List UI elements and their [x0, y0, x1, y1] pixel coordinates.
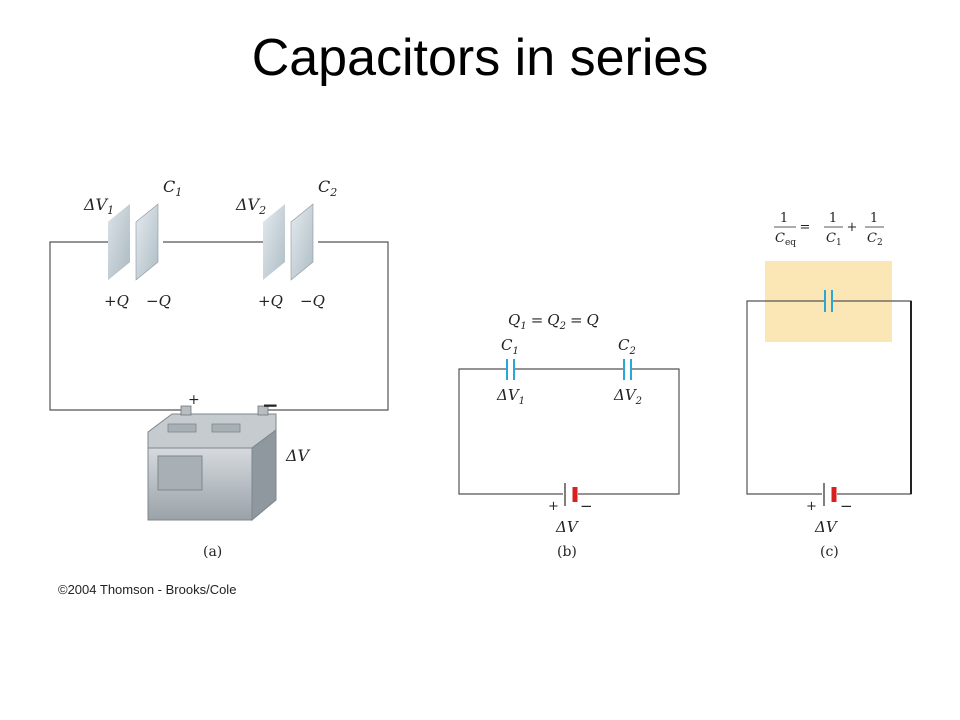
panel-b-battery-symbol [564, 483, 578, 506]
panel-c-equivalent-capacitor-symbol [824, 290, 833, 312]
panel-b-dv2-label: ΔV2 [613, 386, 642, 407]
svg-text:Ceq: Ceq [775, 231, 796, 248]
panel-c-battery-minus: − [840, 497, 853, 515]
car-battery-icon [147, 405, 277, 522]
panel-b: Q1=Q2=Q C1 C2 ΔV1 ΔV2 + − ΔV (b) [458, 311, 680, 560]
panel-b-charge-equation: Q1=Q2=Q [508, 311, 599, 332]
svg-text:1: 1 [829, 211, 837, 226]
panel-b-c2-label: C2 [618, 336, 636, 357]
slide-title: Capacitors in series [251, 29, 709, 87]
panel-a-c2-minus-q: −Q [300, 292, 325, 310]
panel-b-capacitor-c1-symbol [506, 359, 515, 380]
panel-a-c1-minus-q: −Q [146, 292, 171, 310]
copyright-notice: ©2004 Thomson - Brooks/Cole [58, 582, 237, 597]
panel-a-caption: (a) [203, 544, 222, 560]
panel-c-caption: (c) [820, 544, 839, 560]
panel-b-battery-plus: + [548, 499, 559, 514]
svg-text:=: = [800, 220, 811, 235]
panel-b-capacitor-c2-symbol [623, 359, 632, 380]
svg-text:1: 1 [780, 211, 788, 226]
svg-text:C1: C1 [826, 231, 842, 248]
panel-c: 1 Ceq = 1 C1 + 1 C2 + − ΔV (c) [746, 211, 912, 560]
capacitor-c1-plates [108, 203, 159, 281]
panel-c-battery-dv: ΔV [814, 518, 839, 536]
panel-a-c2-plus-q: +Q [258, 292, 283, 310]
panel-a-wire [49, 241, 389, 411]
panel-b-wire [458, 368, 680, 495]
panel-a-dv2-label: ΔV2 [235, 195, 266, 217]
panel-a-c1-plus-q: +Q [104, 292, 129, 310]
svg-text:+: + [847, 220, 858, 235]
panel-b-caption: (b) [557, 544, 577, 560]
panel-a-battery-minus: − [262, 393, 279, 417]
panel-b-c1-label: C1 [501, 336, 519, 357]
panel-a-c2-label: C2 [318, 177, 337, 199]
panel-c-equivalent-formula: 1 Ceq = 1 C1 + 1 C2 [774, 211, 884, 248]
svg-text:1: 1 [870, 211, 878, 226]
panel-a-battery-dv: ΔV [285, 446, 311, 465]
panel-c-battery-plus: + [806, 499, 817, 514]
panel-a-dv1-label: ΔV1 [83, 195, 114, 217]
panel-a-c1-label: C1 [163, 177, 182, 199]
capacitor-c2-plates [263, 203, 314, 281]
panel-b-battery-dv: ΔV [555, 518, 580, 536]
panel-b-battery-minus: − [580, 497, 593, 515]
svg-text:C2: C2 [867, 231, 883, 248]
panel-a-battery-plus: + [188, 392, 200, 408]
panel-b-dv1-label: ΔV1 [496, 386, 525, 407]
panel-a: C1 C2 ΔV1 ΔV2 +Q −Q +Q −Q + − ΔV (a) [49, 177, 389, 560]
panel-c-battery-symbol [823, 483, 837, 506]
